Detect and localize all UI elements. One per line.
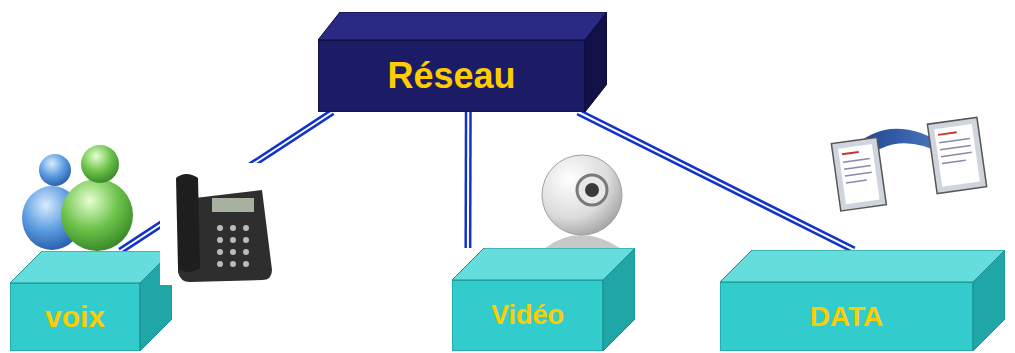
video-box: Vidéo [452,248,635,351]
link-highlight [578,112,854,250]
webcam-icon [542,155,622,248]
box-side-face [973,250,1005,351]
network-link [120,112,332,251]
box-side-face [585,12,607,112]
box-front-face [452,280,603,351]
phone-body [178,190,272,282]
user-head [81,145,119,183]
box-label: DATA [810,301,884,333]
box-label: voix [45,300,105,334]
link-highlight [120,112,332,251]
user-head [39,154,71,186]
box-front-face [318,40,585,112]
box-front-face [720,282,973,351]
box-label: Réseau [387,55,515,97]
box-side-face [140,251,172,351]
webcam-lens-ring [577,175,607,205]
webcam-body [542,155,622,235]
users-icon [22,145,133,251]
transfer-arrow [850,128,965,165]
user-body [22,186,82,250]
phone-background [160,163,280,285]
box-label: Vidéo [491,300,564,331]
voice-box: voix [10,251,172,351]
double-line-connector [578,112,854,250]
box-label-area: Vidéo [452,280,603,351]
network-box: Réseau [318,12,607,112]
box-label-area: Réseau [318,40,585,112]
data-box: DATA [720,250,1005,351]
phone-handset [176,174,200,272]
box-label-area: DATA [720,282,973,351]
network-link [464,112,471,248]
box-outline [452,248,635,351]
phone-keypad [217,225,249,267]
double-line-connector [120,112,332,251]
double-line-connector [467,112,468,248]
webcam-base [545,235,620,248]
box-front-face [10,283,140,351]
box-top-face [720,250,1005,282]
webcam-lens [585,183,599,197]
box-side-face [603,248,635,351]
user-body [61,179,133,251]
network-link [578,112,854,250]
document-page [831,137,886,211]
document-page [927,117,986,193]
link-highlight [467,112,469,248]
data-transfer-icon [831,117,986,211]
phone-icon [160,163,280,285]
phone-screen [212,198,254,212]
box-label-area: voix [10,283,140,351]
box-top-face [318,12,607,40]
